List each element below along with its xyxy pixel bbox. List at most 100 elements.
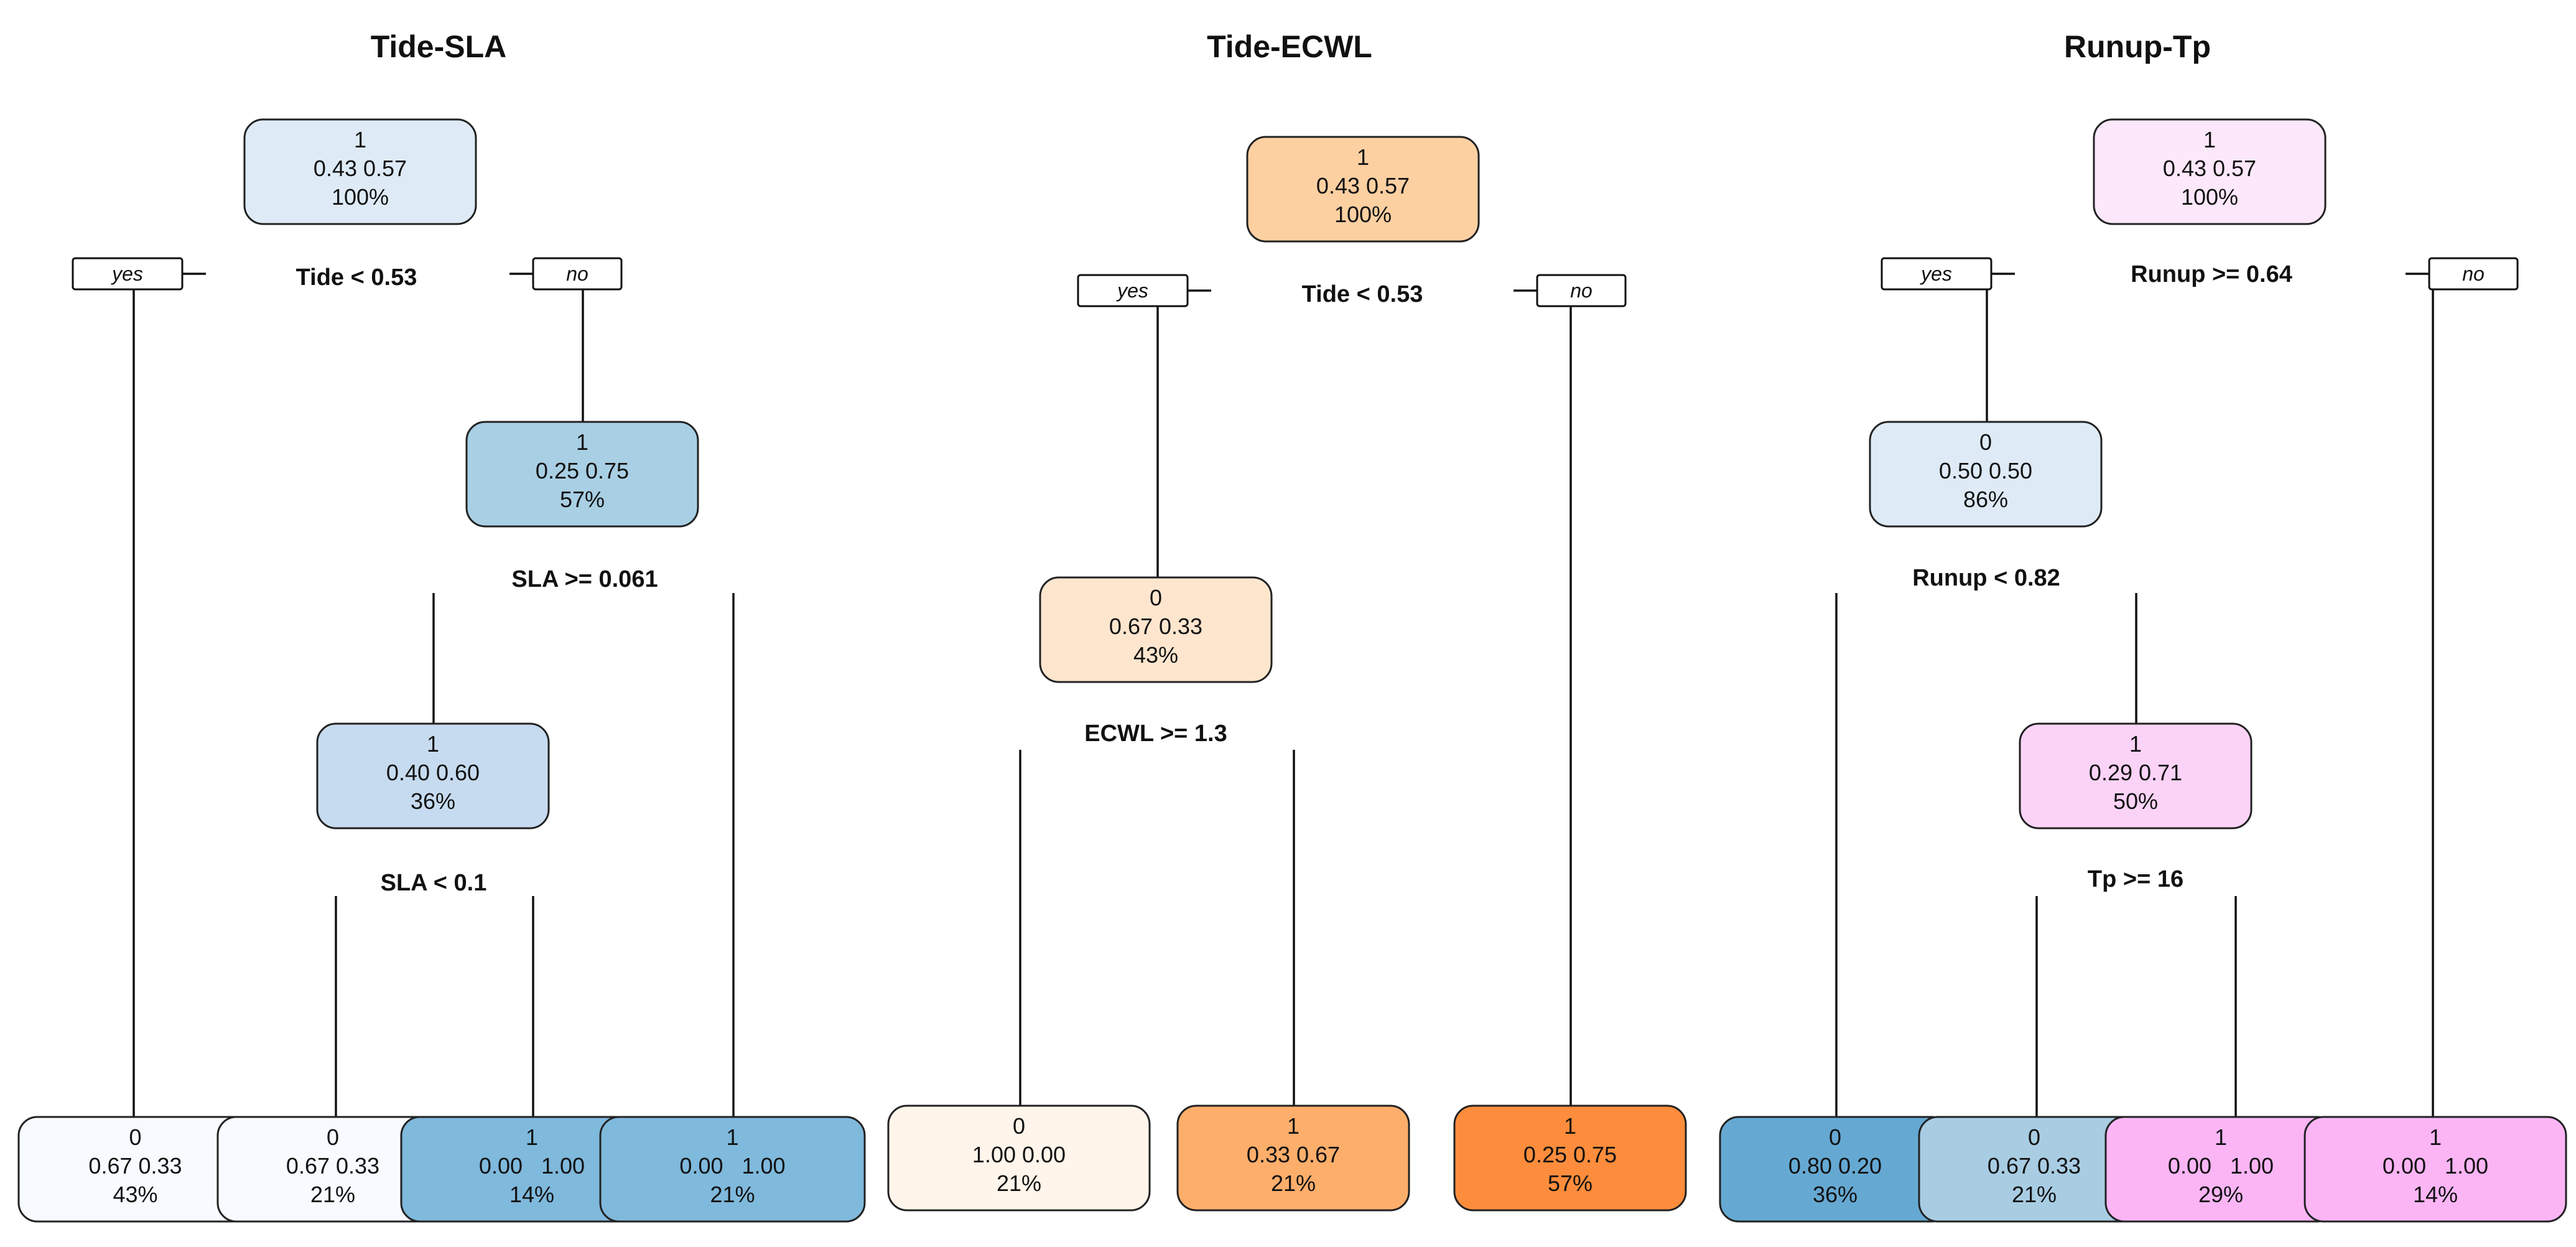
node-class: 0	[1013, 1113, 1025, 1139]
yes-label-box	[1077, 274, 1189, 307]
node-class: 0	[327, 1124, 339, 1150]
node-percent: 21%	[1271, 1170, 1316, 1196]
node-class: 0	[1829, 1124, 1841, 1150]
split-condition: Tide < 0.53	[296, 264, 417, 291]
node-class: 1	[2203, 127, 2216, 152]
node-probabilities: 0.33 0.67	[1247, 1142, 1340, 1167]
node-box	[1246, 136, 1480, 243]
node-probabilities: 0.67 0.33	[1109, 614, 1202, 639]
node-class: 0	[1150, 585, 1162, 610]
node-class: 1	[1357, 144, 1369, 170]
node-class: 1	[2129, 731, 2142, 757]
node-percent: 21%	[710, 1182, 755, 1207]
node-probabilities: 0.00 1.00	[2383, 1153, 2488, 1179]
tree-title: Tide-ECWL	[1207, 29, 1372, 64]
split-condition: SLA < 0.1	[381, 870, 487, 896]
node-box	[599, 1116, 866, 1223]
node-probabilities: 1.00 0.00	[972, 1142, 1066, 1167]
split-condition: Tide < 0.53	[1302, 281, 1423, 307]
split-node: 1 0.25 0.75 57%	[465, 421, 699, 528]
node-percent: 14%	[509, 1182, 554, 1207]
node-class: 0	[1979, 429, 1992, 455]
no-label: no	[1570, 279, 1593, 302]
leaf-node: 1 0.33 0.67 21%	[1176, 1105, 1410, 1212]
node-class: 1	[526, 1124, 538, 1150]
tree-title: Runup-Tp	[2064, 29, 2211, 64]
node-box	[887, 1105, 1151, 1212]
split-condition: SLA >= 0.061	[511, 566, 658, 592]
node-percent: 100%	[1334, 202, 1392, 227]
node-probabilities: 0.00 1.00	[679, 1153, 785, 1179]
node-probabilities: 0.43 0.57	[314, 156, 407, 181]
node-probabilities: 0.80 0.20	[1788, 1153, 1882, 1179]
node-probabilities: 0.43 0.57	[1316, 173, 1410, 198]
node-class: 0	[129, 1124, 141, 1150]
yes-label: yes	[1920, 263, 1952, 285]
split-node: 1 0.29 0.71 50%	[2019, 722, 2253, 829]
node-probabilities: 0.29 0.71	[2089, 760, 2182, 785]
leaf-node: 0 0.80 0.20 36%	[1719, 1116, 1951, 1223]
split-condition: Runup >= 0.64	[2131, 261, 2292, 287]
node-probabilities: 0.00 1.00	[2168, 1153, 2274, 1179]
node-percent: 100%	[332, 184, 389, 210]
node-class: 0	[2028, 1124, 2040, 1150]
node-probabilities: 0.00 1.00	[479, 1153, 585, 1179]
node-probabilities: 0.43 0.57	[2163, 156, 2256, 181]
node-class: 1	[726, 1124, 738, 1150]
node-percent: 14%	[2413, 1182, 2458, 1207]
tree-panel-1: Tide-SLA yes no 1 0.43 0.57 100% 1 0.25 0.75 57%…	[17, 29, 866, 1223]
node-class: 1	[1564, 1113, 1576, 1139]
node-probabilities: 0.67 0.33	[88, 1153, 182, 1179]
no-label: no	[2462, 263, 2485, 285]
split-node: 0 0.67 0.33 43%	[1039, 576, 1273, 683]
node-box	[2304, 1116, 2567, 1223]
yes-label-box	[72, 257, 184, 291]
yes-label: yes	[111, 263, 143, 285]
node-percent: 50%	[2113, 788, 2158, 814]
node-probabilities: 0.50 0.50	[1939, 458, 2032, 483]
node-percent: 21%	[997, 1170, 1041, 1196]
node-class: 1	[1287, 1113, 1300, 1139]
tree-panel-2: Tide-ECWL yes no 1 0.43 0.57 100% 0 0.67 0.33 43…	[887, 29, 1687, 1212]
node-percent: 43%	[1133, 642, 1178, 668]
node-box	[1869, 421, 2103, 528]
split-condition: Tp >= 16	[2088, 866, 2183, 892]
node-box	[1039, 576, 1273, 683]
tree-title: Tide-SLA	[371, 29, 507, 64]
node-box	[2019, 722, 2253, 829]
yes-label-box	[1881, 257, 1992, 291]
split-node: 1 0.43 0.57 100%	[1246, 136, 1480, 243]
leaf-node: 1 0.00 1.00 21%	[599, 1116, 866, 1223]
node-box	[316, 722, 550, 829]
leaf-node: 0 1.00 0.00 21%	[887, 1105, 1151, 1212]
node-probabilities: 0.25 0.75	[536, 458, 629, 483]
no-label: no	[566, 263, 588, 285]
node-probabilities: 0.67 0.33	[286, 1153, 379, 1179]
node-probabilities: 0.67 0.33	[1988, 1153, 2081, 1179]
node-class: 1	[576, 429, 588, 455]
node-class: 1	[2429, 1124, 2442, 1150]
node-percent: 36%	[1813, 1182, 1858, 1207]
split-condition: ECWL >= 1.3	[1084, 721, 1227, 747]
node-box	[465, 421, 699, 528]
node-box	[1453, 1105, 1687, 1212]
node-class: 1	[427, 731, 439, 757]
node-percent: 86%	[1963, 487, 2008, 512]
no-label-box	[1536, 274, 1627, 307]
no-label-box	[2428, 257, 2519, 291]
node-probabilities: 0.40 0.60	[386, 760, 480, 785]
node-percent: 57%	[1548, 1170, 1593, 1196]
yes-label: yes	[1116, 279, 1148, 302]
split-node: 0 0.50 0.50 86%	[1869, 421, 2103, 528]
node-class: 1	[2215, 1124, 2227, 1150]
leaf-node: 1 0.00 1.00 14%	[400, 1116, 664, 1223]
node-percent: 57%	[560, 487, 605, 512]
